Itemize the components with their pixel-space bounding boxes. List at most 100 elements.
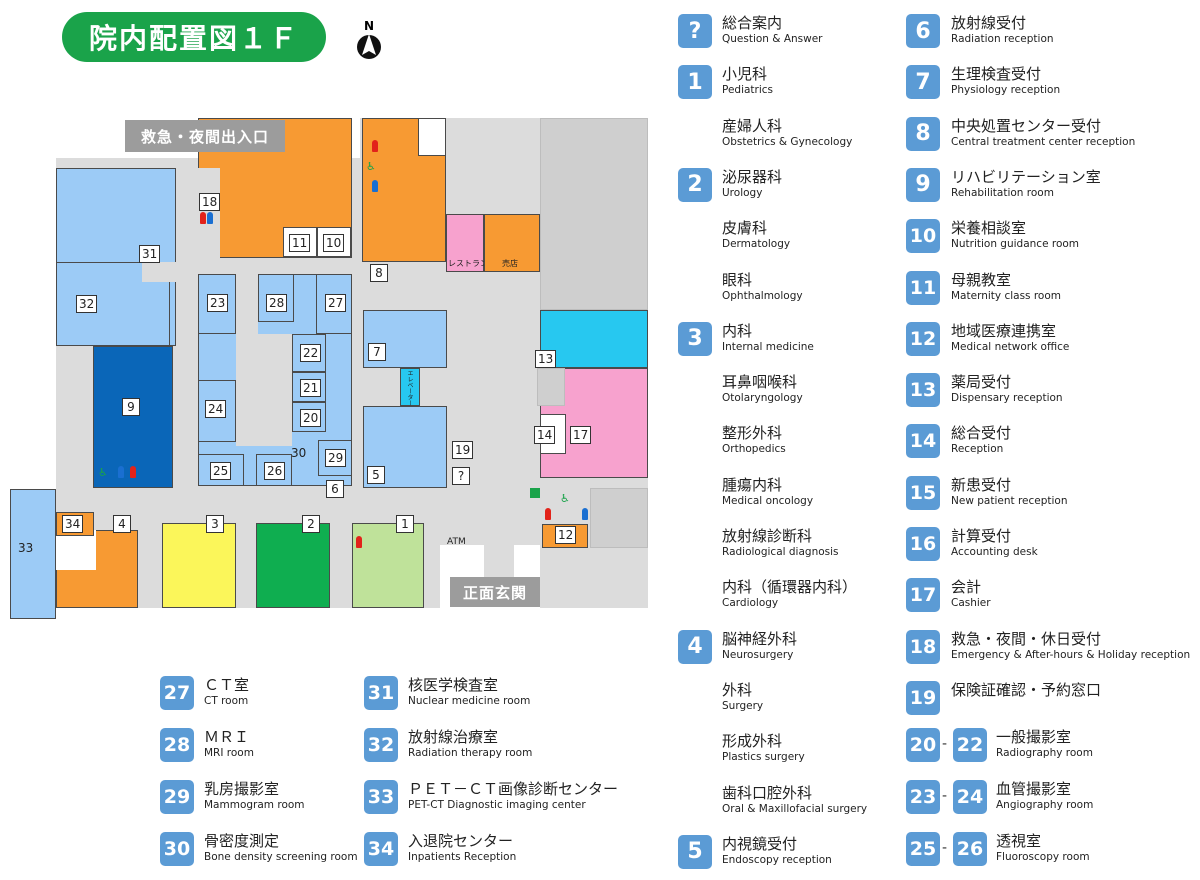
legend-badge: 34 xyxy=(364,832,398,866)
legend-label-jp: 外科 xyxy=(722,680,753,699)
legend-badge: 11 xyxy=(906,270,940,305)
room-number-6: 6 xyxy=(326,480,344,498)
legend-badge: 12 xyxy=(906,321,940,356)
room-number-32: 32 xyxy=(76,295,98,313)
legend-label-en: Accounting desk xyxy=(951,546,1038,558)
legend-badge: 28 xyxy=(160,728,194,762)
room-number-7: 7 xyxy=(368,343,386,361)
accessible-icon: ♿ xyxy=(98,466,108,479)
legend-badge: 9 xyxy=(906,167,940,202)
legend-label-jp: 保険証確認・予約窓口 xyxy=(951,680,1102,699)
room-number-12: 12 xyxy=(555,526,577,544)
legend-label-jp: 内科（循環器内科） xyxy=(722,578,858,597)
legend-label-en: Radiological diagnosis xyxy=(722,546,839,558)
room-number-11: 11 xyxy=(289,234,311,252)
room-number-27: 27 xyxy=(325,294,347,312)
legend-label-jp: 栄養相談室 xyxy=(951,219,1027,238)
restroom-female-icon xyxy=(130,466,136,478)
gap-4 xyxy=(56,530,96,570)
legend-range-dash: - xyxy=(942,840,948,856)
legend-label-jp: 放射線治療室 xyxy=(408,728,499,746)
room-number-29: 29 xyxy=(325,449,347,467)
legend-label-en: Rehabilitation room xyxy=(951,186,1054,199)
accessible-icon-2: ♿ xyxy=(366,160,376,173)
shop-label: 売店 xyxy=(502,259,518,268)
legend-label-en: Nutrition guidance room xyxy=(951,238,1080,251)
legend-label-en: Cashier xyxy=(951,597,991,610)
room-11 xyxy=(283,227,317,257)
room-number-13: 13 xyxy=(535,350,557,368)
legend-label-jp: 脳神経外科 xyxy=(722,629,798,648)
legend-badge: 7 xyxy=(906,65,940,100)
legend-badge: 17 xyxy=(906,578,940,613)
shop xyxy=(484,214,540,272)
legend-label-jp: 放射線受付 xyxy=(951,14,1027,32)
legend-label-jp: 新患受付 xyxy=(951,475,1012,494)
stairs-north xyxy=(418,118,446,156)
legend-label-en: Obstetrics & Gynecology xyxy=(722,135,853,148)
room-number-8: 8 xyxy=(370,264,388,282)
legend-label-en: Oral & Maxillofacial surgery xyxy=(722,802,868,815)
room-33-pet-ct xyxy=(10,489,56,619)
legend-label-en: Endoscopy reception xyxy=(722,853,832,866)
legend-badge: 6 xyxy=(906,14,940,48)
legend-label-jp: 中央処置センター受付 xyxy=(951,116,1102,135)
legend-badge: 5 xyxy=(678,834,712,869)
legend-label-jp: ＰＥＴ－ＣＴ画像診断センター xyxy=(408,780,619,798)
room-1 xyxy=(352,523,424,608)
legend-label-en: Reception xyxy=(951,443,1004,456)
legend-label-jp: 薬局受付 xyxy=(951,373,1012,392)
legend-badge: 3 xyxy=(678,321,712,356)
legend-label-jp: 会計 xyxy=(951,578,982,597)
legend-label-en: Angiography room xyxy=(996,799,1094,811)
legend-label-jp: 小児科 xyxy=(722,65,768,84)
legend-label-en: Medical oncology xyxy=(722,494,814,507)
room-number-5: 5 xyxy=(367,466,385,484)
legend-label-en: Pediatrics xyxy=(722,84,774,97)
information-counter: ? xyxy=(452,467,470,485)
legend-label-en: Dispensary reception xyxy=(951,392,1063,405)
room-number-21: 21 xyxy=(300,379,322,397)
legend-label-jp: 母親教室 xyxy=(951,270,1012,289)
room-number-9: 9 xyxy=(122,398,140,416)
room-number-22: 22 xyxy=(300,344,322,362)
legend-badge: 20 xyxy=(906,728,940,762)
legend-badge: 30 xyxy=(160,832,194,866)
legend-badge: 13 xyxy=(906,373,940,408)
legend-label-en: CT room xyxy=(204,695,249,707)
emergency-entrance-label: 救急・夜間出入口 xyxy=(125,120,285,152)
room-number-23: 23 xyxy=(207,294,229,312)
legend-label-en: Medical network office xyxy=(951,340,1070,353)
room-number-26: 26 xyxy=(264,462,286,480)
legend-badge: 15 xyxy=(906,475,940,510)
legend-label-jp: ＭＲＩ xyxy=(204,728,250,746)
legend-label-jp: 形成外科 xyxy=(722,732,783,751)
room-2 xyxy=(256,523,330,608)
legend-label-en: PET-CT Diagnostic imaging center xyxy=(408,799,586,811)
legend-label-en: Physiology reception xyxy=(951,84,1061,97)
legend-label-jp: 腫瘍内科 xyxy=(722,475,783,494)
corridor-radiology-2 xyxy=(236,334,292,446)
atm-label: ATM xyxy=(447,537,466,547)
legend-badge: 16 xyxy=(906,527,940,561)
legend-label-en: Question & Answer xyxy=(722,33,823,45)
restroom-female-icon-4 xyxy=(372,140,378,152)
restroom-female-icon-2 xyxy=(356,536,362,548)
legend-label-en: Nuclear medicine room xyxy=(408,695,531,707)
restroom-male-icon-3 xyxy=(207,212,213,224)
legend-label-jp: 透視室 xyxy=(996,832,1042,850)
legend-badge: 2 xyxy=(678,167,712,202)
legend-label-jp: 血管撮影室 xyxy=(996,780,1072,798)
room-number-3: 3 xyxy=(206,515,224,533)
room-number-1: 1 xyxy=(396,515,414,533)
restaurant-label: レストラン xyxy=(448,259,488,268)
room-number-19: 19 xyxy=(452,441,474,459)
legend-label-en: Inpatients Reception xyxy=(408,851,517,863)
legend-label-jp: 一般撮影室 xyxy=(996,728,1072,746)
legend-badge: 33 xyxy=(364,780,398,814)
accessible-icon-3: ♿ xyxy=(560,492,570,505)
legend-label-en: Orthopedics xyxy=(722,443,786,456)
legend-label-en: Plastics surgery xyxy=(722,751,805,764)
legend-badge: 27 xyxy=(160,676,194,710)
room-3 xyxy=(162,523,236,608)
